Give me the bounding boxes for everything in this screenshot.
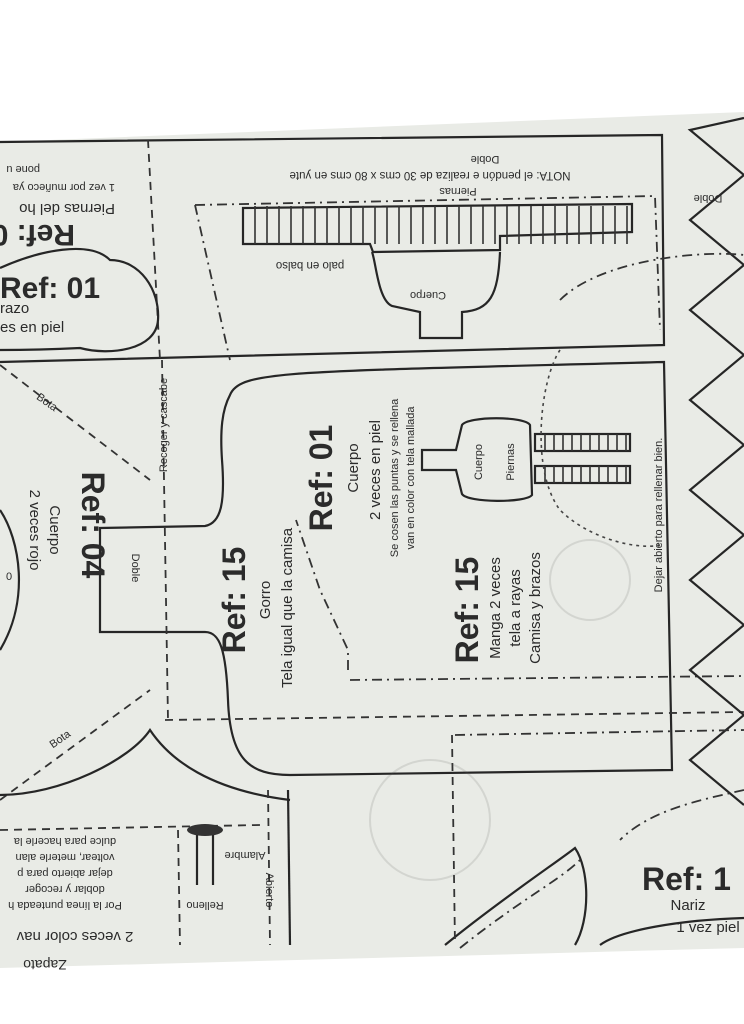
bottom-shoe-piece: Zapato 2 veces color nav Por la línea pu…: [0, 789, 292, 973]
main-panel: Ref: 15 Gorro Tela igual que la camisa R…: [98, 349, 744, 777]
nariz-label: Nariz: [670, 897, 705, 914]
top-cuerpo-label: Cuerpo: [410, 289, 446, 301]
body-se-cosen: Se cosen las puntas y se rellena: [389, 398, 401, 557]
left-razo: razo: [0, 300, 29, 317]
right-doble-label: Doble: [694, 192, 723, 204]
bottom-right-fragment: Ref: 1 Nariz 1 vez piel: [444, 729, 744, 949]
ref04-rojo: 2 veces rojo: [26, 490, 43, 571]
abierto-label: Abierto: [263, 873, 275, 908]
ref04-cuerpo: Cuerpo: [46, 505, 63, 554]
gorro-label: Gorro: [257, 581, 274, 619]
body-van-color: van en color con tela mallada: [405, 406, 417, 550]
body-cuerpo: Cuerpo: [345, 443, 362, 492]
mini-body-legs-piece: Cuerpo Piernas: [420, 417, 632, 502]
ref04-label: Ref: 04: [75, 472, 111, 579]
left-una-vez: 1 vez por muñeco ya: [12, 181, 115, 193]
top-piernas-label: Piernas: [439, 185, 477, 197]
left-top-fragment: Ref: 0 Piernas del ho 1 vez por muñeco y…: [0, 163, 160, 353]
manga-label: Manga 2 veces: [487, 557, 504, 659]
right-zigzag-strip: Doble: [559, 116, 744, 841]
body-ref: Ref: 01: [303, 425, 339, 532]
left-ref-partial: Ref: 0: [0, 218, 75, 251]
recoger-label: Recoger y cascabe: [158, 378, 170, 472]
alambre-label: Alambre: [225, 849, 266, 861]
paper-sheet: [0, 112, 744, 968]
zapato-instr-3: dejar abierto para p: [17, 867, 112, 879]
vez-piel-label: 1 vez piel: [676, 919, 739, 936]
ref-partial-right: Ref: 1: [642, 861, 731, 897]
left-es-en-piel: es en piel: [0, 319, 64, 336]
doble-fold-label: Doble: [129, 554, 141, 583]
gorro-ref: Ref: 15: [216, 547, 252, 654]
zapato-instr-2: doblar y recoger: [25, 883, 105, 895]
faint-background-marks: [369, 539, 631, 881]
mini-piernas: Piernas: [505, 443, 517, 481]
manga-ref: Ref: 15: [449, 557, 485, 664]
left-middle-piece: Bota Bota Ref: 04 Cuerpo 2 veces rojo 0 …: [0, 364, 291, 802]
zapato-instr-4: voltear, meterle alan: [15, 851, 114, 863]
top-panel: NOTA: el pendón e realiza de 30 cms x 80…: [0, 133, 666, 364]
relleno-label: Relleno: [186, 899, 223, 911]
top-body-piece: [370, 251, 502, 340]
ref04-zero: 0: [6, 571, 12, 583]
mini-cuerpo: Cuerpo: [473, 444, 485, 480]
zapato-veces: 2 veces color nav: [16, 928, 133, 945]
gorro-tela: Tela igual que la camisa: [279, 527, 296, 688]
body-veces: 2 veces en piel: [367, 420, 384, 520]
zapato-instr-5: dulce para hacerle la: [13, 835, 116, 847]
manga-camisa: Camisa y brazos: [527, 552, 544, 664]
zapato-label: Zapato: [23, 957, 67, 973]
dejar-abierto-note: Dejar abierto para rellenar bien.: [653, 438, 665, 593]
left-pone: pone u: [6, 163, 40, 175]
left-ref01: Ref: 01: [0, 272, 100, 305]
top-note-text: NOTA: el pendón e realiza de 30 cms x 80…: [289, 169, 570, 181]
top-palo-label: palo en balso: [276, 259, 344, 271]
left-piernas-partial: Piernas del ho: [19, 200, 115, 217]
manga-tela: tela a rayas: [507, 569, 524, 647]
legs-piece: [241, 202, 634, 254]
zapato-instr-1: Por la línea punteada h: [8, 899, 122, 911]
pin-icon: [187, 824, 223, 885]
top-doble-label: Doble: [471, 153, 500, 165]
